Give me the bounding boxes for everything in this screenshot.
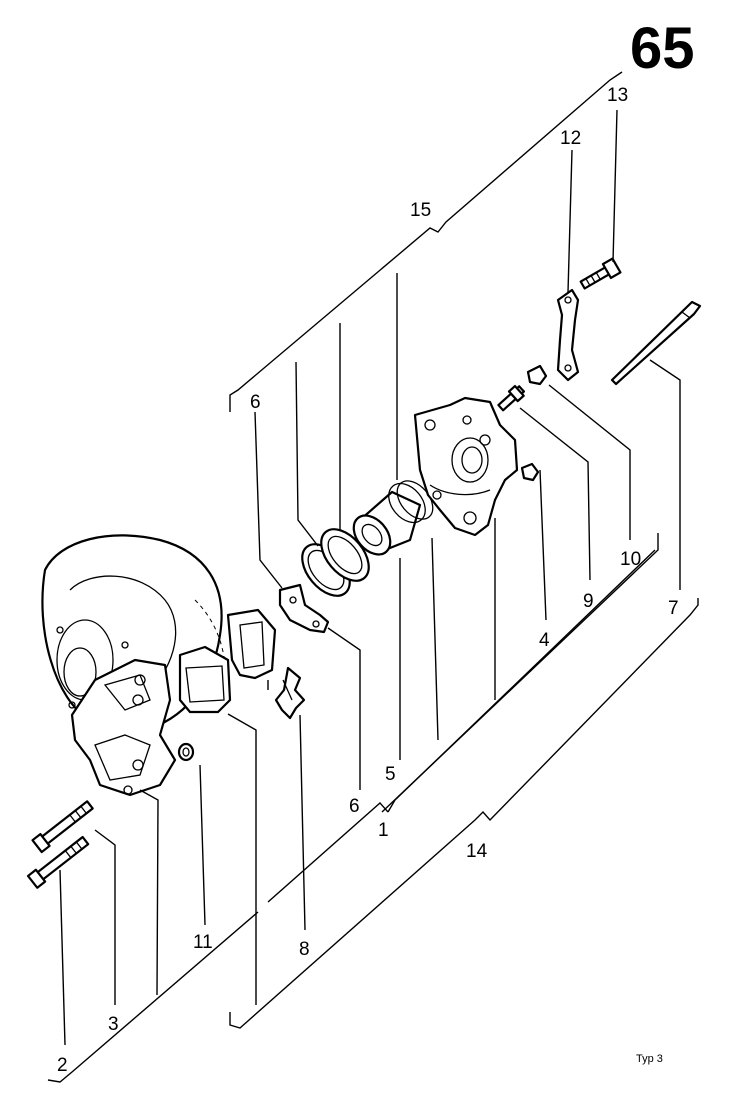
callout-14: 14 xyxy=(466,841,488,862)
bleeder-valve xyxy=(497,384,525,412)
callout-15: 15 xyxy=(410,200,431,221)
callout-5: 5 xyxy=(385,764,396,785)
callout-4: 4 xyxy=(539,630,550,651)
callout-12: 12 xyxy=(560,128,581,149)
callout-11: 11 xyxy=(193,932,213,953)
page-number: 65 xyxy=(630,16,695,81)
leader-lines xyxy=(59,109,681,1046)
footer-label: Typ 3 xyxy=(636,1053,663,1065)
callout-9: 9 xyxy=(583,591,594,612)
callout-6-bottom: 6 xyxy=(349,796,360,817)
callout-13: 13 xyxy=(607,85,628,106)
spreader-spring xyxy=(274,666,306,720)
caliper-bolts xyxy=(26,800,94,889)
callout-10: 10 xyxy=(620,549,641,570)
piston xyxy=(352,482,426,556)
caliper-bolt-short xyxy=(579,257,622,290)
callout-6-top: 6 xyxy=(250,392,261,413)
callout-2: 2 xyxy=(57,1055,68,1076)
callout-1: 1 xyxy=(378,820,389,841)
nut xyxy=(520,462,540,482)
callout-8: 8 xyxy=(299,939,310,960)
callout-7: 7 xyxy=(668,598,679,619)
callout-3: 3 xyxy=(108,1014,119,1035)
brake-disc xyxy=(41,534,227,732)
lock-plate xyxy=(556,288,580,382)
retaining-pin xyxy=(610,300,702,386)
group-brackets xyxy=(47,71,699,1083)
dust-cap xyxy=(526,364,548,386)
outer-caliper-half xyxy=(70,658,177,797)
brake-pads xyxy=(178,608,277,714)
inner-caliper-half xyxy=(413,396,519,537)
seal-ring xyxy=(177,742,195,762)
piston-retaining-plate xyxy=(278,583,330,634)
